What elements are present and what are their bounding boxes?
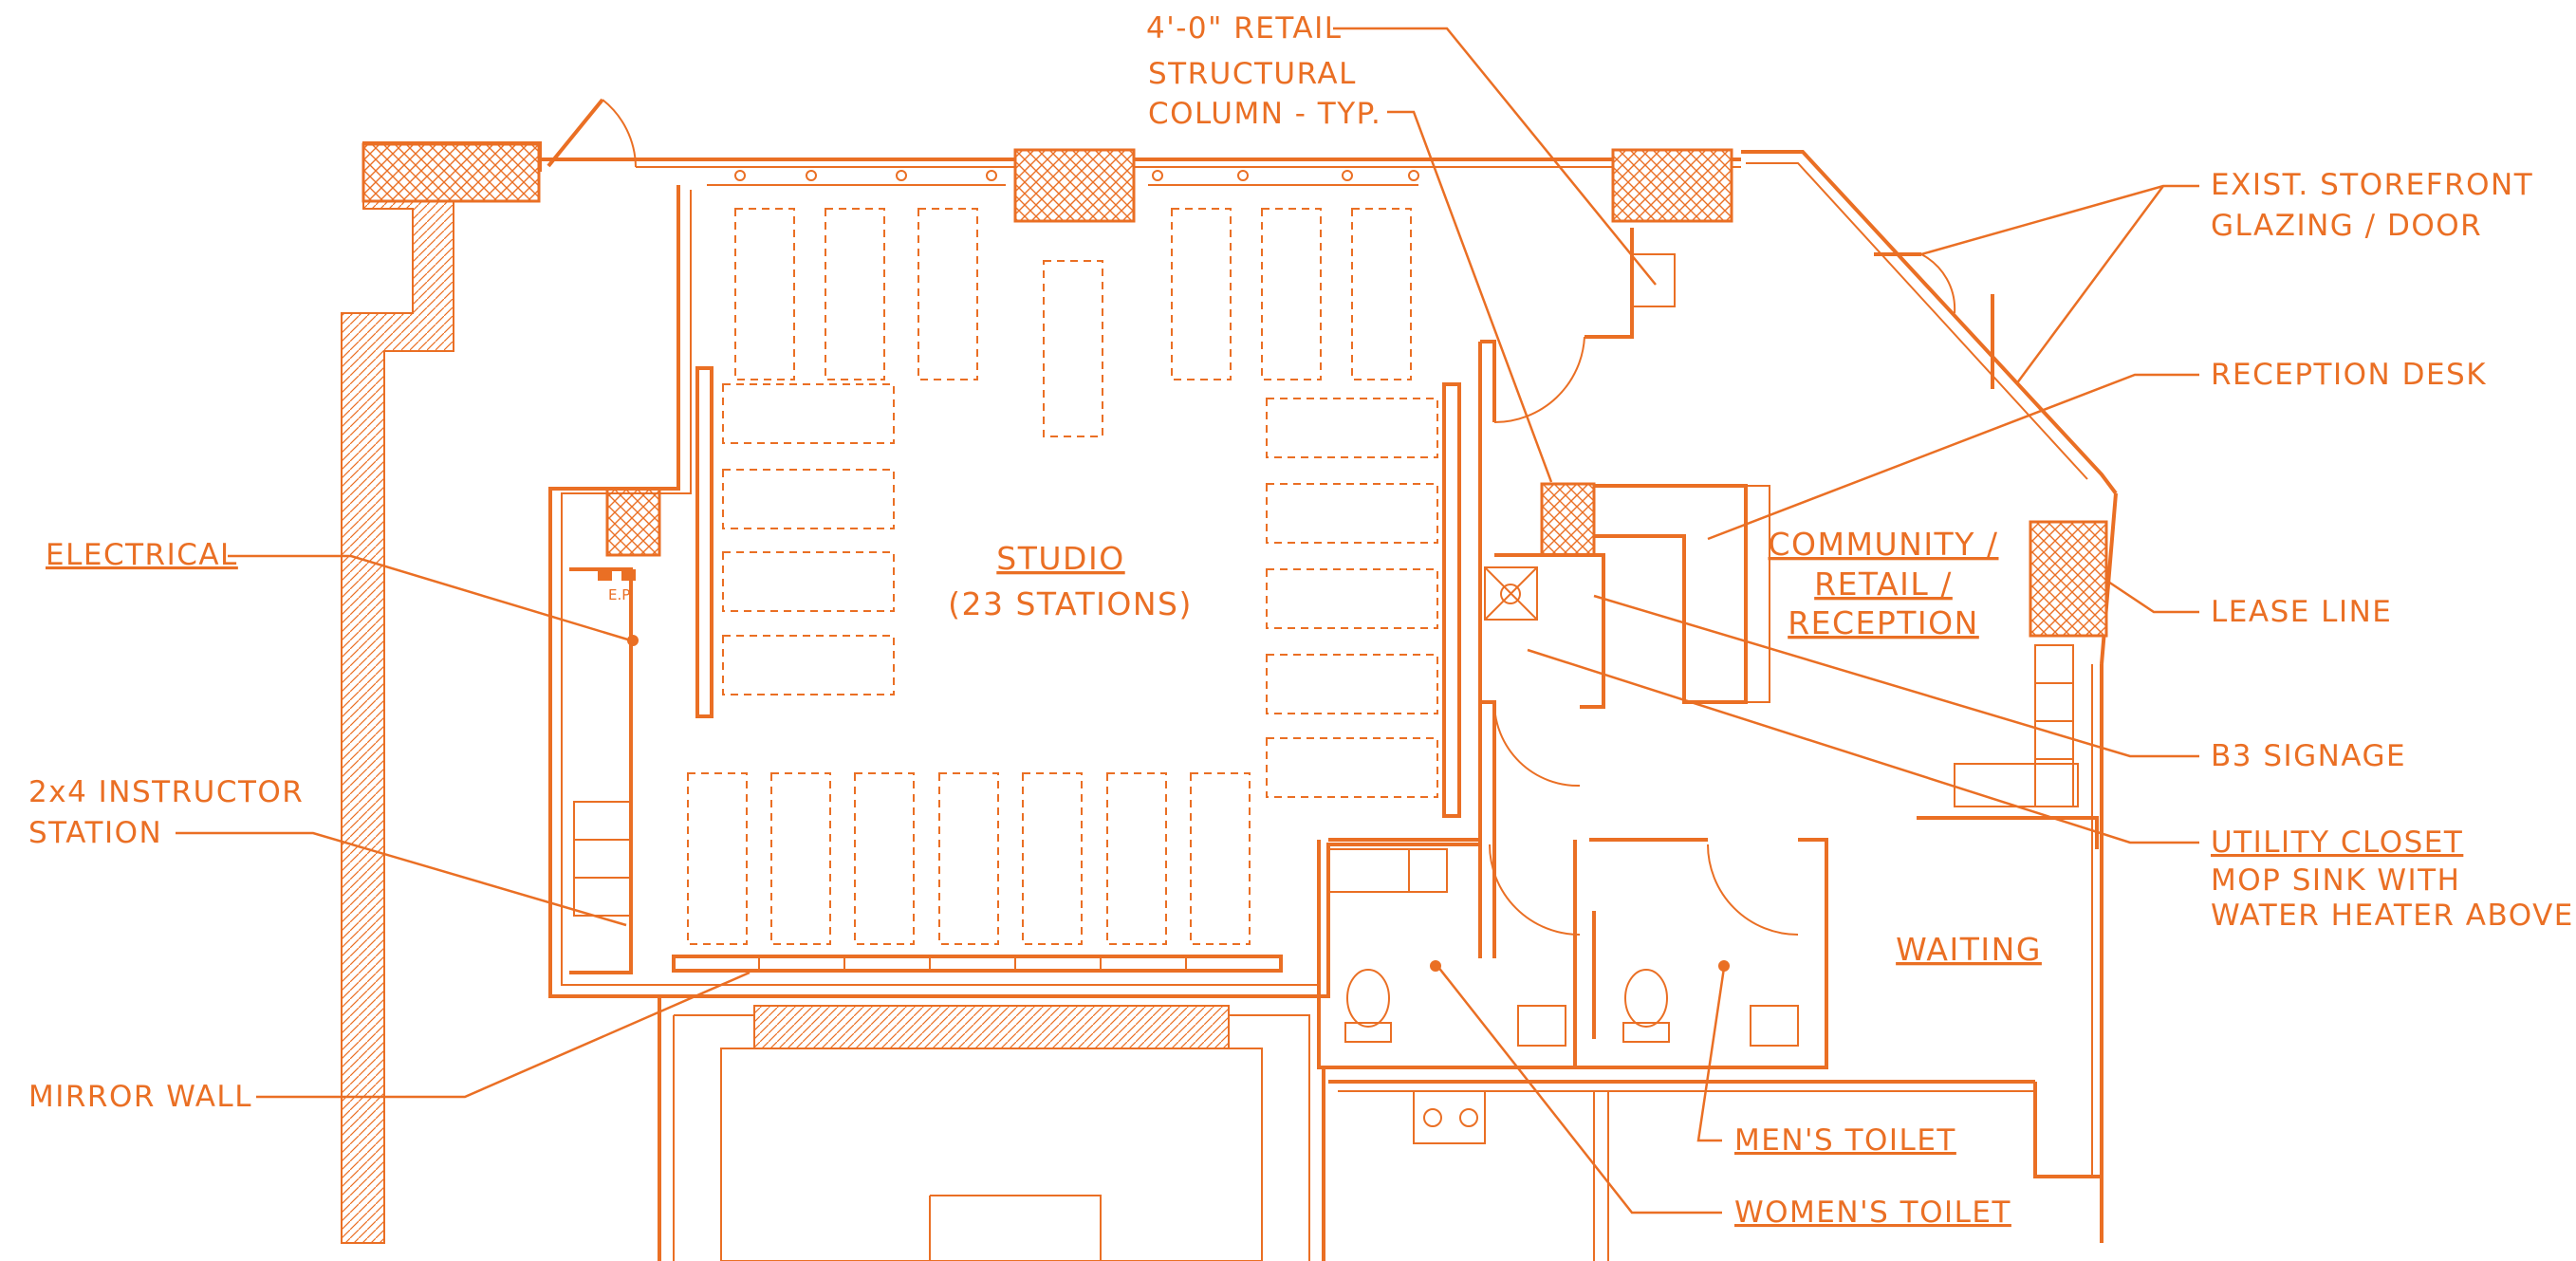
toilet-rooms: [1317, 838, 1828, 1069]
svg-text:MIRROR WALL: MIRROR WALL: [28, 1080, 252, 1114]
station: [722, 635, 895, 695]
svg-text:COLUMN - TYP.: COLUMN - TYP.: [1148, 97, 1381, 131]
studio-room: [548, 170, 1482, 998]
callout-mens-toilet: MEN'S TOILET: [1696, 960, 1956, 1158]
svg-text:MOP SINK WITH: MOP SINK WITH: [2211, 863, 2460, 898]
station: [734, 208, 795, 380]
station: [1106, 772, 1167, 945]
callout-womens-toilet: WOMEN'S TOILET: [1430, 960, 2011, 1230]
station: [1043, 260, 1103, 437]
callout-retail: 4'-0" RETAIL: [1146, 11, 1657, 286]
svg-text:EXIST. STOREFRONT: EXIST. STOREFRONT: [2211, 168, 2533, 202]
station: [722, 469, 895, 529]
svg-text:UTILITY CLOSET: UTILITY CLOSET: [2211, 825, 2463, 860]
studio-label: STUDIO: [996, 540, 1124, 577]
svg-text:WATER HEATER ABOVE: WATER HEATER ABOVE: [2211, 899, 2574, 933]
existing-party-wall: [341, 141, 542, 1244]
station: [1171, 208, 1232, 380]
station: [854, 772, 915, 945]
callout-electrical: ELECTRICAL: [46, 538, 639, 646]
station: [1351, 208, 1412, 380]
callout-reception-desk: RECEPTION DESK: [1707, 358, 2487, 541]
callout-lease-line: LEASE LINE: [2107, 580, 2392, 629]
reception-label: RECEPTION: [1788, 604, 1979, 641]
callout-storefront: EXIST. STOREFRONT GLAZING / DOOR: [1920, 168, 2533, 385]
callout-structural-column: STRUCTURAL COLUMN - TYP.: [1148, 57, 1553, 483]
station: [722, 383, 895, 444]
station: [722, 551, 895, 612]
station: [938, 772, 999, 945]
waiting-label: WAITING: [1896, 931, 2042, 968]
station: [1261, 208, 1322, 380]
callout-mirror-wall: MIRROR WALL: [28, 971, 751, 1114]
callout-b3-signage: B3 SIGNAGE: [1593, 594, 2406, 773]
station: [917, 208, 978, 380]
station: [1022, 772, 1083, 945]
station: [1266, 398, 1438, 458]
svg-text:LEASE LINE: LEASE LINE: [2211, 595, 2392, 629]
station: [1266, 654, 1438, 714]
svg-text:2x4 INSTRUCTOR: 2x4 INSTRUCTOR: [28, 775, 304, 809]
svg-text:MEN'S TOILET: MEN'S TOILET: [1734, 1123, 1956, 1158]
station: [1266, 568, 1438, 629]
callout-instructor-station: 2x4 INSTRUCTOR STATION: [28, 775, 627, 927]
svg-text:GLAZING / DOOR: GLAZING / DOOR: [2211, 209, 2482, 243]
svg-text:4'-0" RETAIL: 4'-0" RETAIL: [1146, 11, 1343, 46]
studio-stations-label: (23 STATIONS): [948, 585, 1193, 622]
studio-stations: [687, 208, 1438, 945]
station: [825, 208, 885, 380]
station: [770, 772, 831, 945]
svg-text:B3 SIGNAGE: B3 SIGNAGE: [2211, 739, 2406, 773]
svg-text:RECEPTION DESK: RECEPTION DESK: [2211, 358, 2487, 392]
station: [1266, 737, 1438, 798]
callout-utility-closet: UTILITY CLOSET MOP SINK WITH WATER HEATE…: [1527, 648, 2574, 933]
north-wall: [541, 98, 2118, 665]
structural-columns: [361, 142, 2108, 638]
station: [687, 772, 748, 945]
svg-text:STRUCTURAL: STRUCTURAL: [1148, 57, 1357, 91]
station: [1266, 483, 1438, 544]
station: [1190, 772, 1251, 945]
svg-text:ELECTRICAL: ELECTRICAL: [46, 538, 238, 572]
svg-text:WOMEN'S TOILET: WOMEN'S TOILET: [1734, 1196, 2011, 1230]
svg-text:STATION: STATION: [28, 816, 162, 850]
community-label: COMMUNITY /: [1769, 526, 1999, 563]
retail-label: RETAIL /: [1814, 566, 1953, 603]
adjacent-space: [658, 996, 2102, 1261]
ep-label: E.P.: [608, 586, 633, 603]
